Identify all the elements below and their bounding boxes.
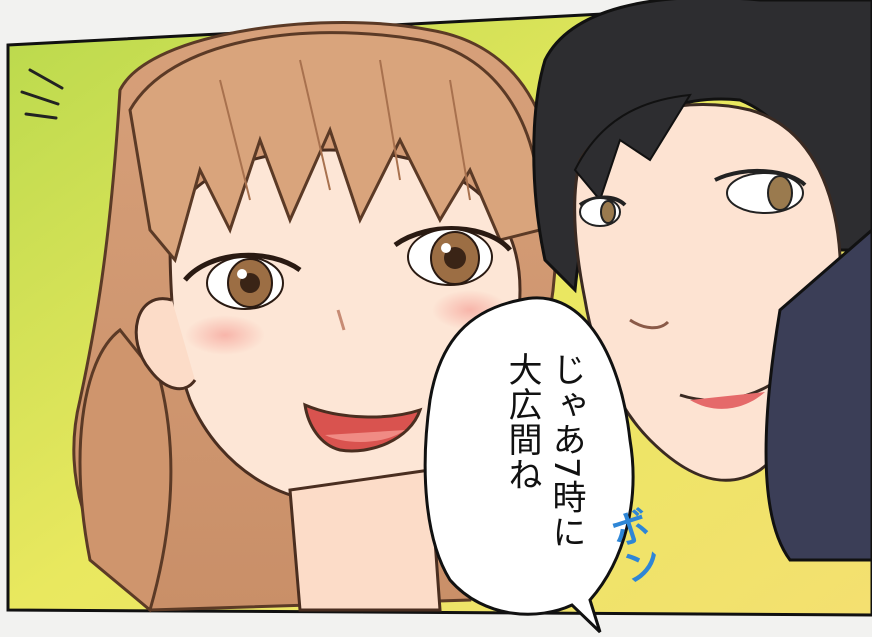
emphasis-lines	[20, 68, 64, 120]
speech-balloon	[423, 296, 635, 634]
girl-eyes	[183, 226, 512, 310]
man-eyes	[578, 169, 807, 227]
girl-bangs	[128, 31, 542, 264]
speech-line-2: 大広間ね	[502, 352, 542, 492]
man-hair	[532, 0, 872, 294]
speech-text: じゃあ7時に 大広間ね	[478, 352, 588, 592]
speech-line-1: じゃあ7時に	[546, 352, 586, 550]
girl-mouth	[303, 402, 423, 453]
man-shirt	[764, 228, 872, 562]
